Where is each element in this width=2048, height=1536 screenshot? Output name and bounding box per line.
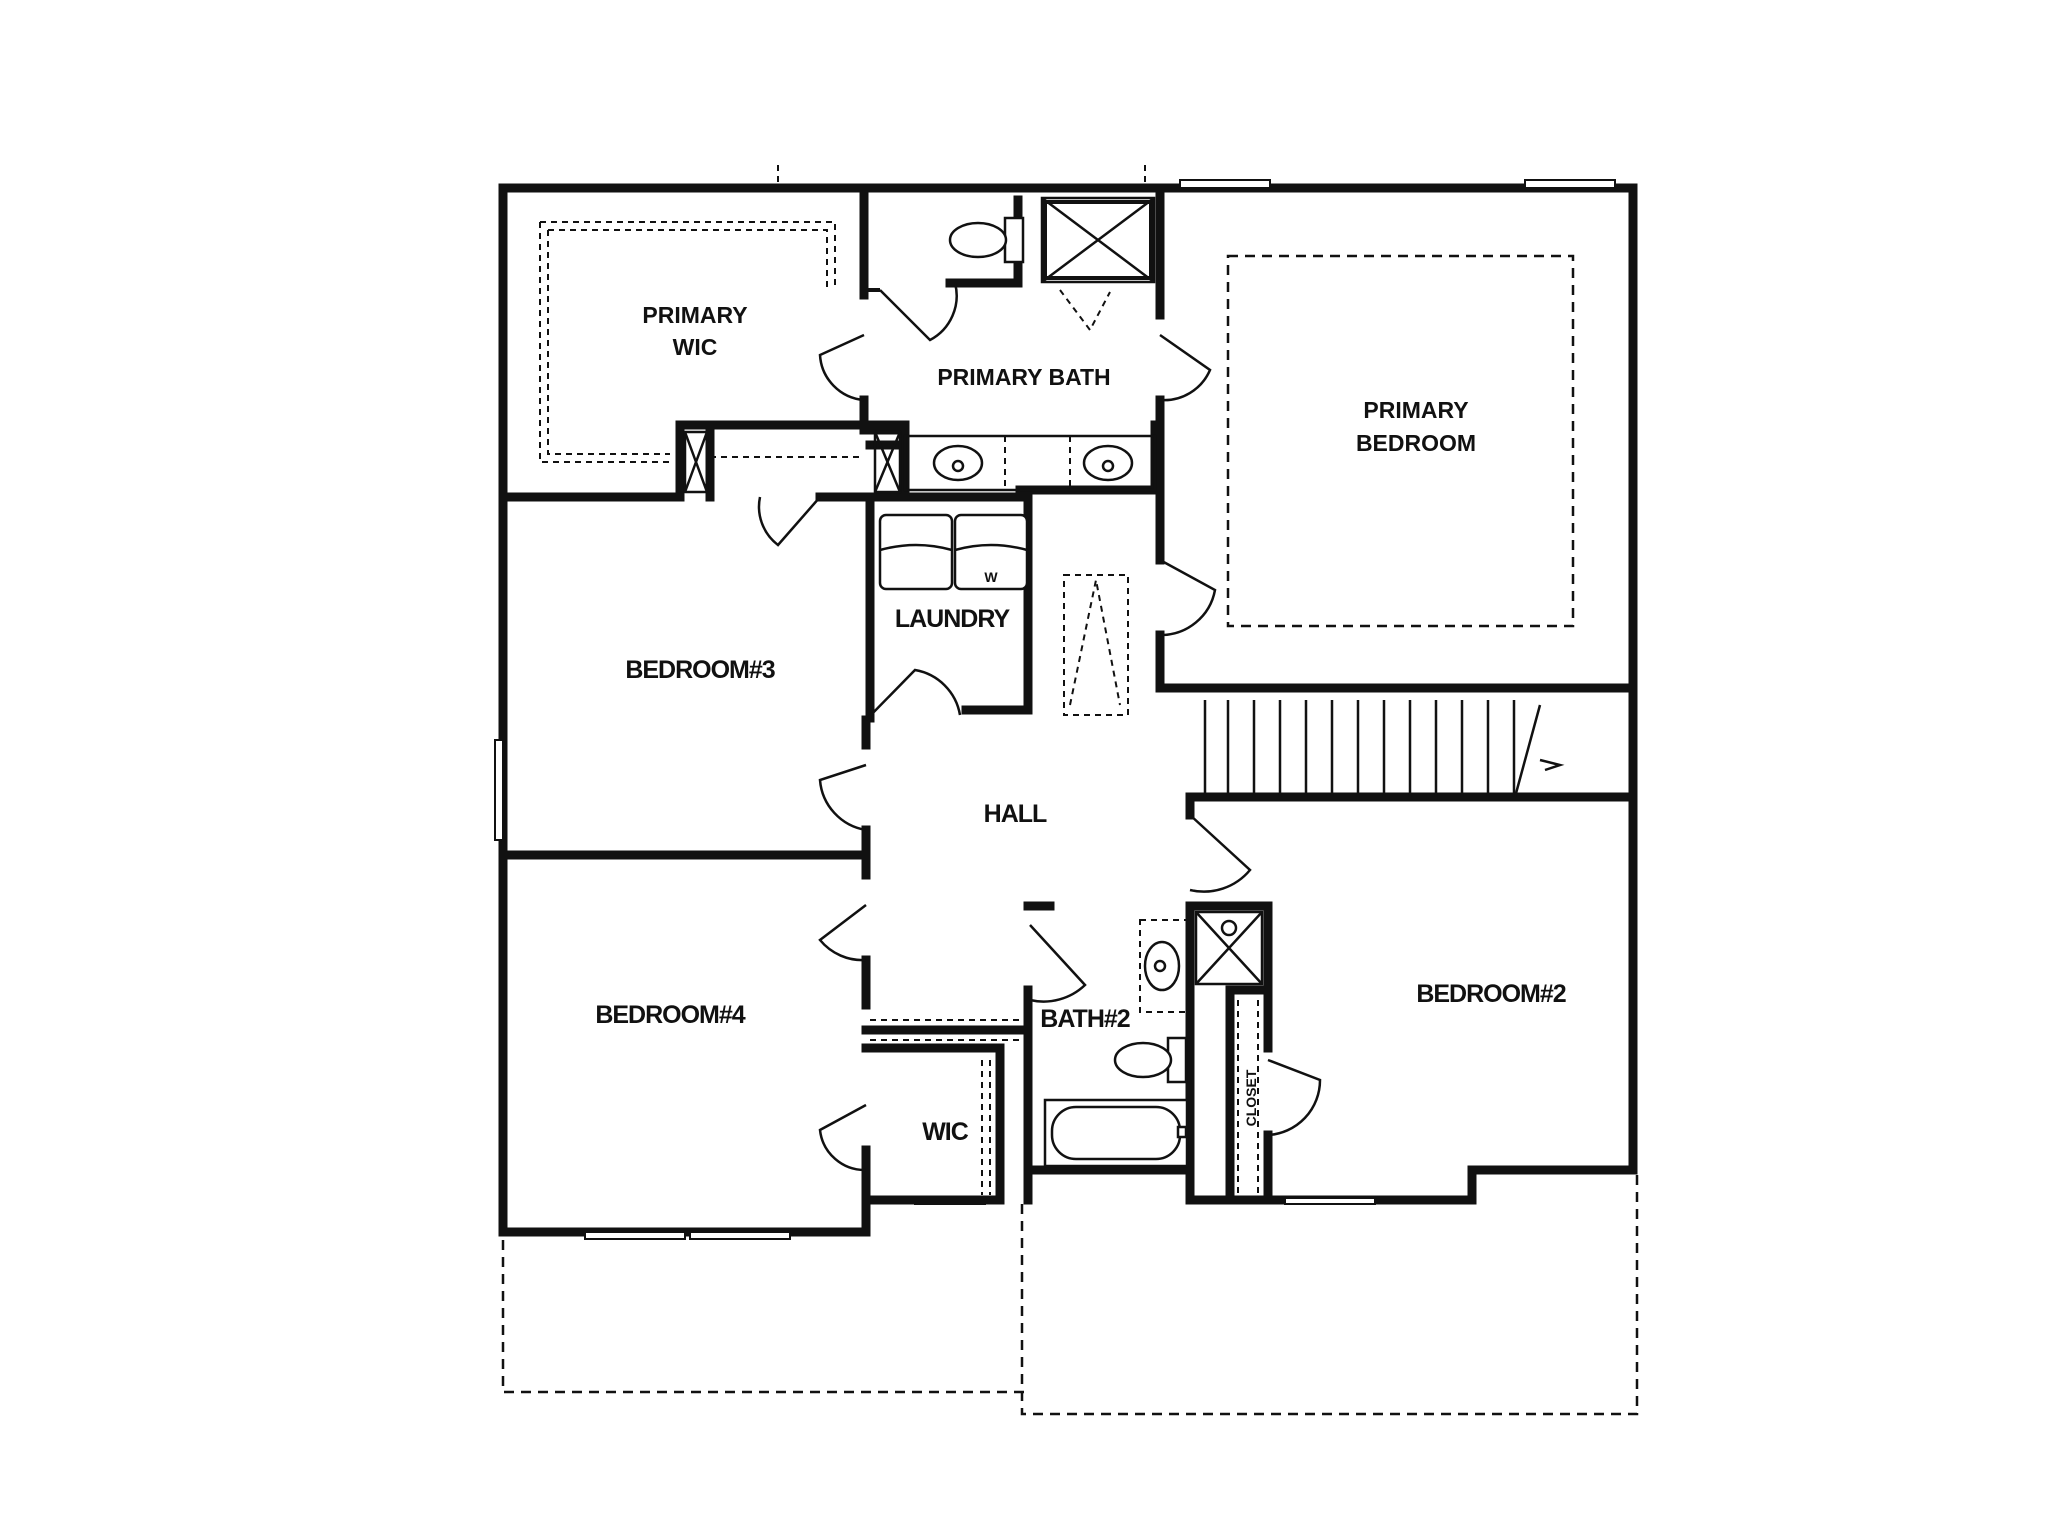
window — [1524, 179, 1616, 189]
window — [689, 1231, 791, 1240]
linen-closet — [683, 430, 902, 494]
room-label-wic: WIC — [922, 1118, 969, 1146]
toilet — [1113, 1036, 1188, 1084]
porch-outlines — [501, 1175, 1639, 1416]
window — [1179, 179, 1271, 189]
room-label-laundry: LAUNDRY — [895, 605, 1011, 633]
washer-mark: W — [984, 569, 998, 585]
roof-marks — [777, 165, 1146, 185]
room-label-bedroom-3: BEDROOM#3 — [625, 656, 774, 684]
room-label-bath-2: BATH#2 — [1040, 1005, 1129, 1033]
room-label-primary-bedroom-line2: BEDROOM — [1356, 430, 1476, 456]
shower — [1040, 196, 1156, 284]
washer-dryer — [878, 513, 1029, 591]
shower — [1194, 910, 1264, 986]
sink — [1139, 919, 1189, 1013]
room-label-primary-wic-line2: WIC — [673, 334, 718, 360]
window — [494, 739, 504, 841]
room-label-primary-wic-line1: PRIMARY — [642, 302, 747, 328]
doors — [757, 282, 1322, 1172]
bathtub — [1043, 1098, 1189, 1168]
staircase — [1203, 700, 1565, 798]
toilet — [948, 216, 1025, 264]
dashed-details — [539, 221, 1575, 1195]
room-label-hall: HALL — [984, 800, 1047, 828]
room-labels: PRIMARY WIC PRIMARY BATH PRIMARY BEDROOM… — [595, 302, 1566, 1146]
fixtures — [683, 196, 1264, 1168]
room-label-closet: CLOSET — [1243, 1069, 1259, 1126]
windows — [494, 179, 1616, 1240]
interior-walls — [498, 183, 1638, 1237]
window — [584, 1231, 686, 1240]
room-label-primary-bedroom-line1: PRIMARY — [1363, 397, 1468, 423]
window — [1284, 1197, 1376, 1205]
vanity — [903, 434, 1157, 492]
room-label-primary-bath: PRIMARY BATH — [937, 364, 1110, 390]
room-label-bedroom-2: BEDROOM#2 — [1416, 980, 1565, 1008]
room-label-bedroom-4: BEDROOM#4 — [595, 1001, 745, 1029]
